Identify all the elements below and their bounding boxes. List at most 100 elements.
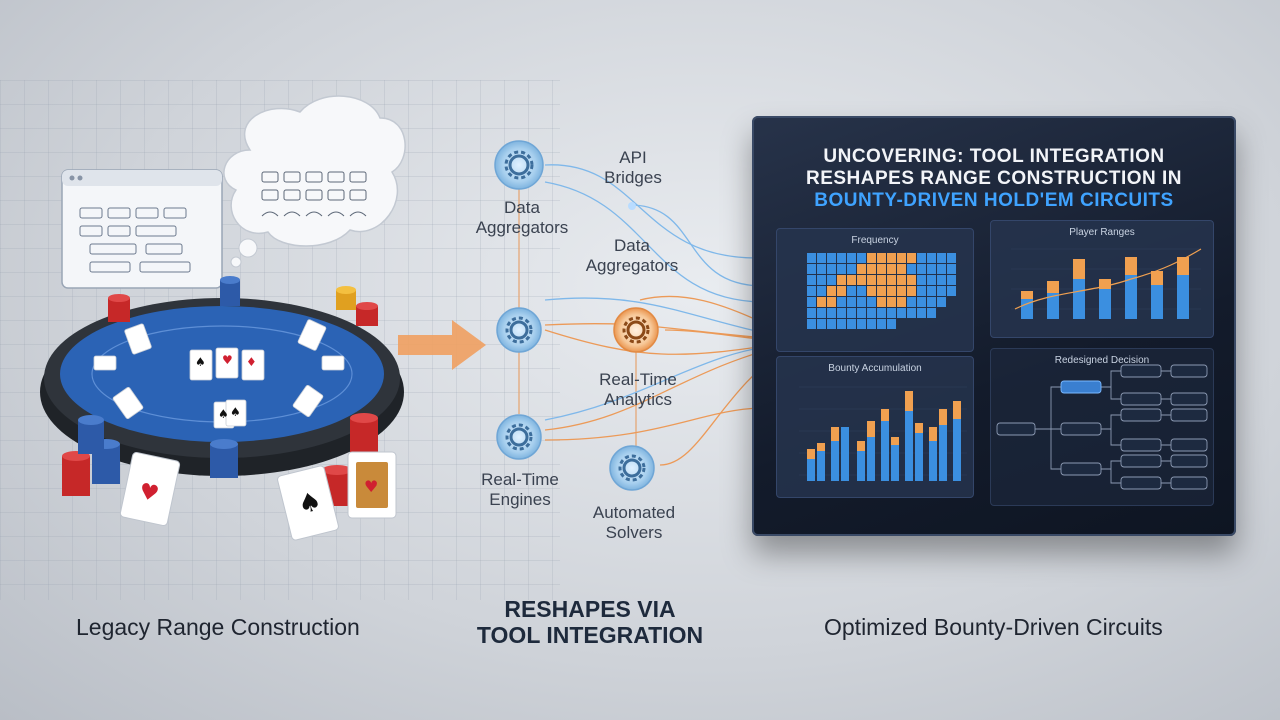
node-automated-solvers (609, 445, 655, 491)
heatmap-cell (847, 253, 856, 263)
bounty-bar-top (953, 401, 961, 419)
bounty-bar (867, 437, 875, 481)
heatmap-cell (877, 275, 886, 285)
heatmap-cell (867, 308, 876, 318)
bounty-bar-top (915, 423, 923, 433)
svg-text:♠: ♠ (195, 355, 206, 369)
bounty-chart (799, 386, 967, 481)
heatmap-cell (897, 308, 906, 318)
legacy-caption: Legacy Range Construction (76, 614, 360, 640)
heatmap-cell (857, 297, 866, 307)
heatmap-cell (887, 275, 896, 285)
heatmap-cell (807, 286, 816, 296)
optimized-caption: Optimized Bounty-Driven Circuits (824, 614, 1163, 640)
player-range-bar (1021, 299, 1033, 319)
heatmap-cell (807, 275, 816, 285)
heatmap-cell (867, 297, 876, 307)
heatmap-cell (847, 275, 856, 285)
heatmap-cell (907, 297, 916, 307)
decision-tree (996, 364, 1208, 490)
heatmap-cell (817, 264, 826, 274)
svg-text:♠: ♠ (230, 405, 241, 419)
panel-decision-title: Redesigned Decision (1054, 355, 1150, 366)
svg-text:♠: ♠ (218, 407, 229, 421)
dashboard-title-line2: RESHAPES RANGE CONSTRUCTION IN (805, 168, 1183, 189)
range-chart-window (61, 169, 223, 289)
bounty-bar (831, 441, 839, 481)
panel-bounty-accumulation: Bounty Accumulation (776, 356, 974, 498)
heatmap-cell (897, 297, 906, 307)
bounty-bar-top (817, 443, 825, 451)
bounty-bar (915, 433, 923, 481)
player-range-bar-top (1125, 257, 1137, 275)
heatmap-cell (927, 275, 936, 285)
heatmap-cell (887, 297, 896, 307)
player-range-bar (1177, 275, 1189, 319)
heatmap-cell (847, 319, 856, 329)
heatmap-cell (937, 264, 946, 274)
heatmap-cell (877, 308, 886, 318)
node-center-hub (496, 307, 542, 353)
player-range-bar-top (1177, 257, 1189, 275)
heatmap-cell (817, 286, 826, 296)
heatmap-cell (837, 275, 846, 285)
heatmap-cell (867, 264, 876, 274)
heatmap-cell (927, 253, 936, 263)
bounty-bar-top (867, 421, 875, 437)
heatmap-cell (887, 253, 896, 263)
bounty-bar-top (807, 449, 815, 459)
player-range-bar (1073, 279, 1085, 319)
svg-text:♦: ♦ (246, 355, 257, 369)
heatmap-cell (817, 297, 826, 307)
heatmap-cell (947, 264, 956, 274)
heatmap-cell (867, 319, 876, 329)
thought-bubble (223, 95, 406, 268)
heatmap-cell (907, 308, 916, 318)
heatmap-cell (827, 275, 836, 285)
heatmap-cell (907, 275, 916, 285)
node-real-time-engines (496, 414, 542, 460)
heatmap-cell (817, 275, 826, 285)
heatmap-cell (807, 253, 816, 263)
heatmap-cell (927, 264, 936, 274)
heatmap-cell (837, 319, 846, 329)
heatmap-cell (827, 286, 836, 296)
bounty-bar (953, 419, 961, 481)
bounty-bar (881, 421, 889, 481)
heatmap-cell (907, 286, 916, 296)
node-real-time-analytics (613, 307, 659, 353)
heatmap-cell (927, 308, 936, 318)
panel-bounty-title: Bounty Accumulation (828, 363, 922, 374)
heatmap-cell (927, 297, 936, 307)
heatmap-cell (837, 297, 846, 307)
svg-text:♥: ♥ (364, 477, 378, 496)
heatmap-cell (807, 264, 816, 274)
dashboard-screen: UNCOVERING: TOOL INTEGRATION RESHAPES RA… (752, 116, 1236, 536)
bounty-bar-top (905, 391, 913, 411)
bounty-bar-top (857, 441, 865, 451)
poker-table: ♠♥♦ ♠♠ ♥ ♠ ♥ (40, 276, 404, 541)
heatmap-cell (857, 264, 866, 274)
bounty-bar (841, 427, 849, 481)
bounty-bar-top (929, 427, 937, 441)
heatmap-cell (827, 319, 836, 329)
heatmap-cell (807, 297, 816, 307)
dashboard-title-line3: BOUNTY-DRIVEN HOLD'EM CIRCUITS (814, 190, 1174, 211)
heatmap-cell (897, 264, 906, 274)
heatmap-cell (827, 264, 836, 274)
heatmap-cell (857, 308, 866, 318)
player-range-bar (1125, 275, 1137, 319)
heatmap-cell (907, 253, 916, 263)
bounty-bar (905, 411, 913, 481)
bounty-bar (891, 445, 899, 481)
heatmap-cell (937, 297, 946, 307)
heatmap-cell (847, 308, 856, 318)
player-range-bar-top (1099, 279, 1111, 289)
heatmap-cell (877, 319, 886, 329)
heatmap-cell (867, 286, 876, 296)
